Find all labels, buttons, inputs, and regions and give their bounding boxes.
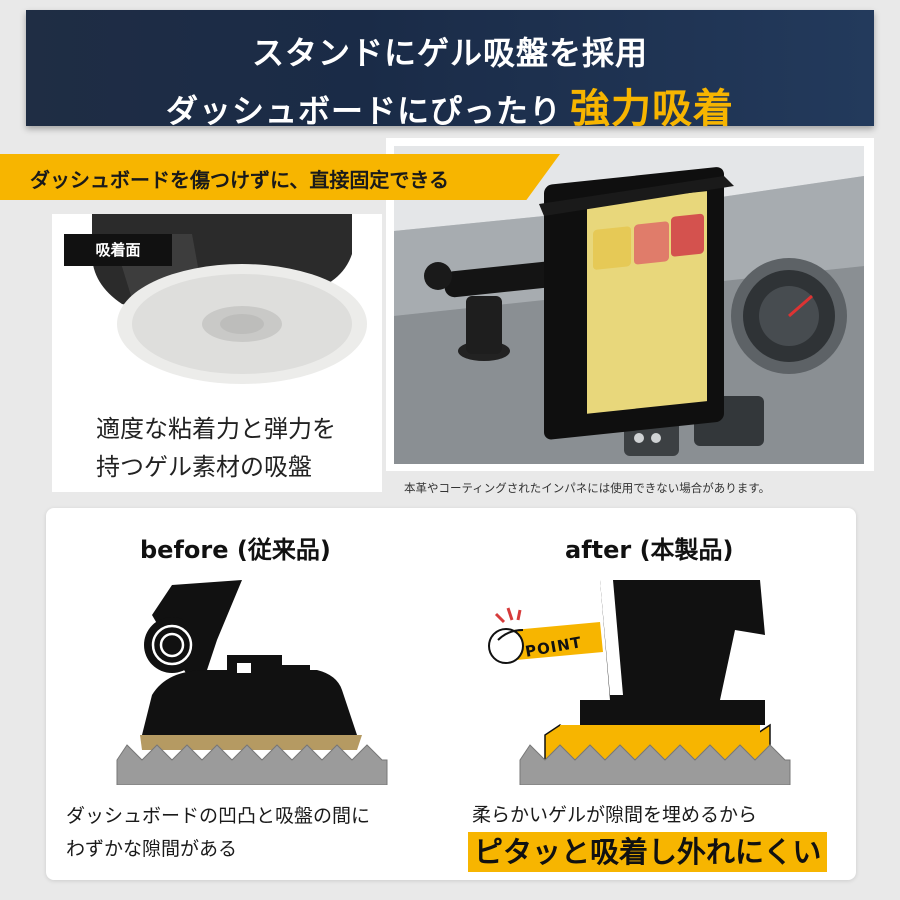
- before-caption: ダッシュボードの凹凸と吸盤の間に わずかな隙間がある: [66, 800, 370, 866]
- before-caption-line2: わずかな隙間がある: [66, 838, 238, 860]
- before-caption-line1: ダッシュボードの凹凸と吸盤の間に: [66, 805, 371, 827]
- gel-description: 適度な粘着力と弾力を 持つゲル素材の吸盤: [96, 410, 336, 486]
- gel-description-line1: 適度な粘着力と弾力を: [96, 415, 336, 443]
- after-diagram: [519, 580, 791, 785]
- product-photo-card: [386, 138, 874, 471]
- before-title: before (従来品): [140, 536, 331, 564]
- after-caption-highlight: ピタッと吸着し外れにくい: [468, 832, 828, 872]
- after-title: after (本製品): [565, 536, 734, 564]
- header-banner: スタンドにゲル吸盤を採用 ダッシュボードにぴったり強力吸着: [26, 10, 874, 132]
- point-hand-icon: [488, 607, 603, 664]
- suction-cup-card: [52, 214, 382, 492]
- header-title-highlight: 強力吸着: [570, 86, 734, 132]
- header-title-line2: ダッシュボードにぴったり強力吸着: [26, 76, 874, 134]
- gel-description-line2: 持つゲル素材の吸盤: [96, 453, 312, 481]
- before-diagram: [116, 580, 388, 785]
- header-title-line1: スタンドにゲル吸盤を採用: [251, 34, 648, 72]
- after-caption: 柔らかいゲルが隙間を埋めるから: [472, 804, 758, 826]
- suction-surface-label: 吸着面: [64, 234, 172, 266]
- usage-note: 本革やコーティングされたインパネには使用できない場合があります。: [404, 481, 771, 495]
- header-title-line2-text: ダッシュボードにぴったり: [165, 92, 562, 130]
- feature-banner-text: ダッシュボードを傷つけずに、直接固定できる: [30, 168, 449, 192]
- feature-banner: [0, 154, 560, 200]
- car-dashboard-illustration: [394, 146, 864, 464]
- suction-cup-illustration: [92, 214, 367, 384]
